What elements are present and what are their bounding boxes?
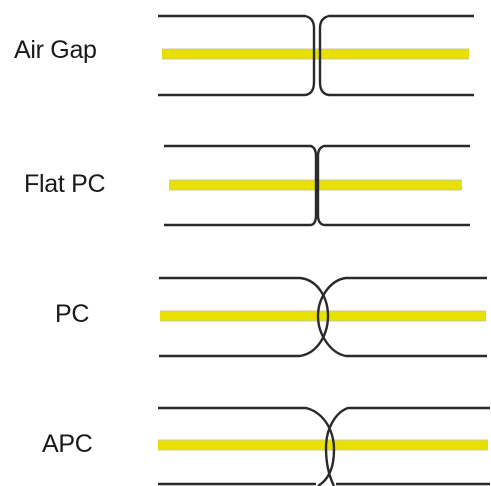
label-flat-pc: Flat PC (24, 170, 106, 198)
pc-right-ferrule (316, 276, 487, 358)
flat-pc-left-ferrule (164, 144, 318, 227)
pc-left-ferrule (159, 276, 330, 358)
air-gap-left-ferrule (158, 14, 316, 97)
label-air-gap: Air Gap (14, 36, 97, 64)
air-gap-right-ferrule (318, 14, 474, 97)
air-gap-diagram (158, 14, 474, 97)
flat-pc-diagram (164, 144, 470, 227)
label-pc: PC (55, 300, 90, 328)
apc-diagram (158, 406, 490, 486)
apc-right-ferrule (324, 406, 490, 486)
pc-diagram (159, 276, 487, 358)
label-apc: APC (42, 430, 93, 458)
flat-pc-right-ferrule (316, 144, 470, 227)
apc-left-ferrule (158, 406, 336, 486)
